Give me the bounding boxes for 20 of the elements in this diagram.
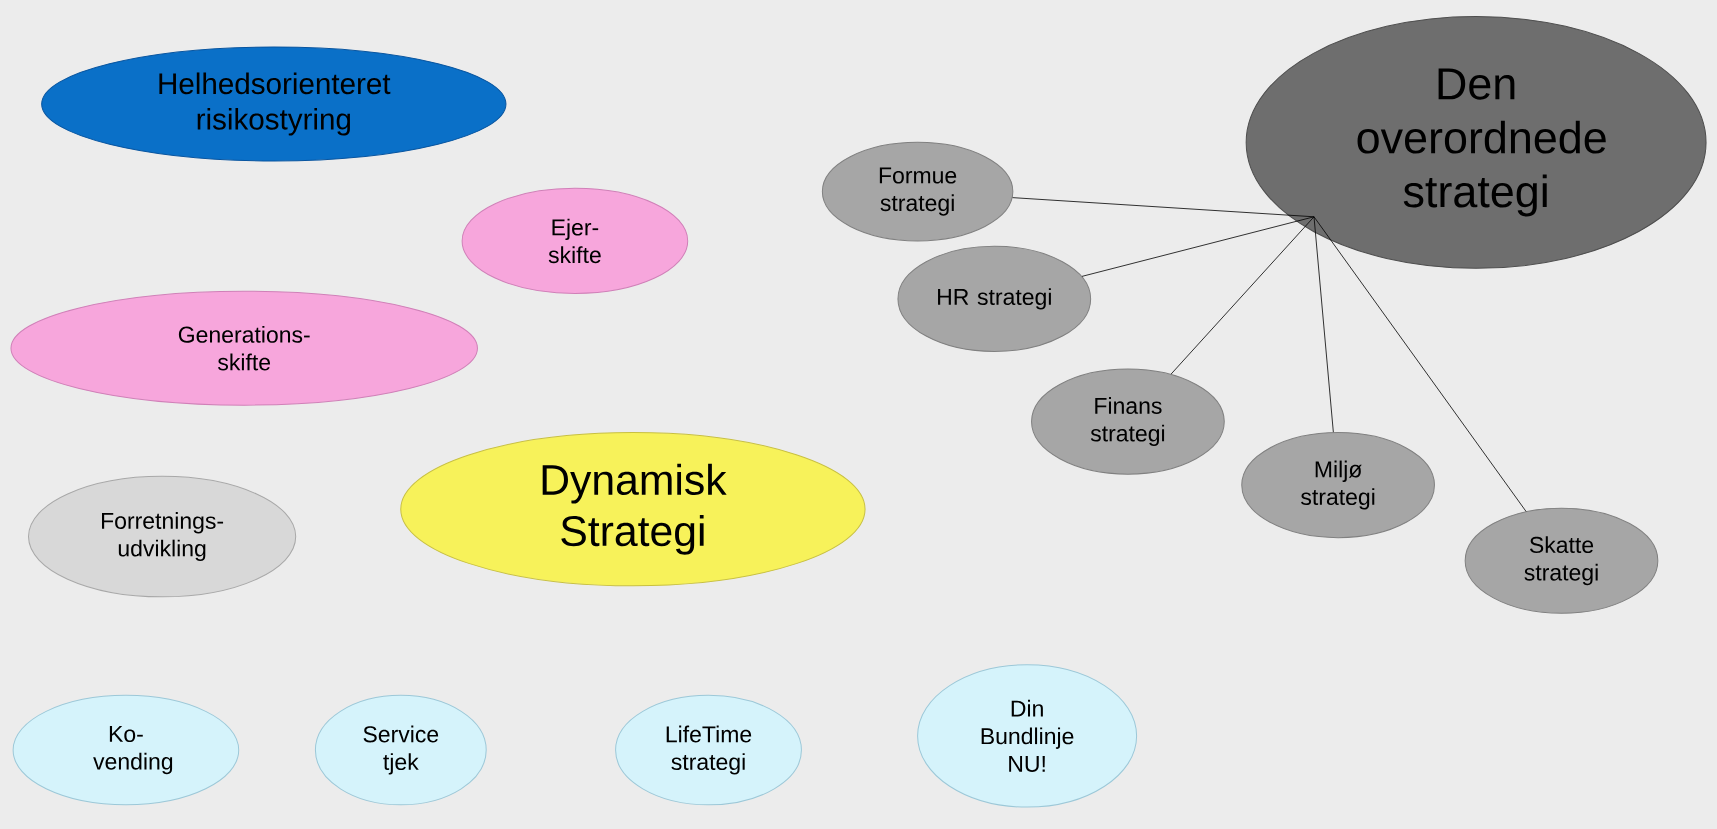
connector-line [1313,216,1334,433]
ellipse-node: Generations-skifte [10,290,478,406]
ellipse-node: Ko-vending [12,694,240,806]
ellipse-node: LifeTime strategi [615,694,802,806]
ellipse-node: Finans strategi [1031,368,1225,475]
ellipse-node: Service tjek [314,694,487,806]
ellipse-node: Helhedsorienteret risikostyring [41,46,507,162]
connector-line [1012,197,1315,218]
connector-line [1313,216,1527,512]
ellipse-node: Skatte strategi [1464,507,1659,614]
connector-line [1170,216,1315,375]
ellipse-node: Din Bundlinje NU! [917,664,1138,808]
ellipse-node: Ejer-skifte [461,187,689,294]
ellipse-node: Miljø strategi [1241,432,1435,539]
ellipse-node: Formue strategi [821,141,1014,242]
ellipse-node: Den overordnede strategi [1245,15,1707,269]
ellipse-node: Dynamisk Strategi [400,432,866,587]
ellipse-node: HR strategi [897,245,1092,352]
ellipse-node: Forretnings-udvikling [28,475,297,598]
connector-line [1081,216,1315,277]
